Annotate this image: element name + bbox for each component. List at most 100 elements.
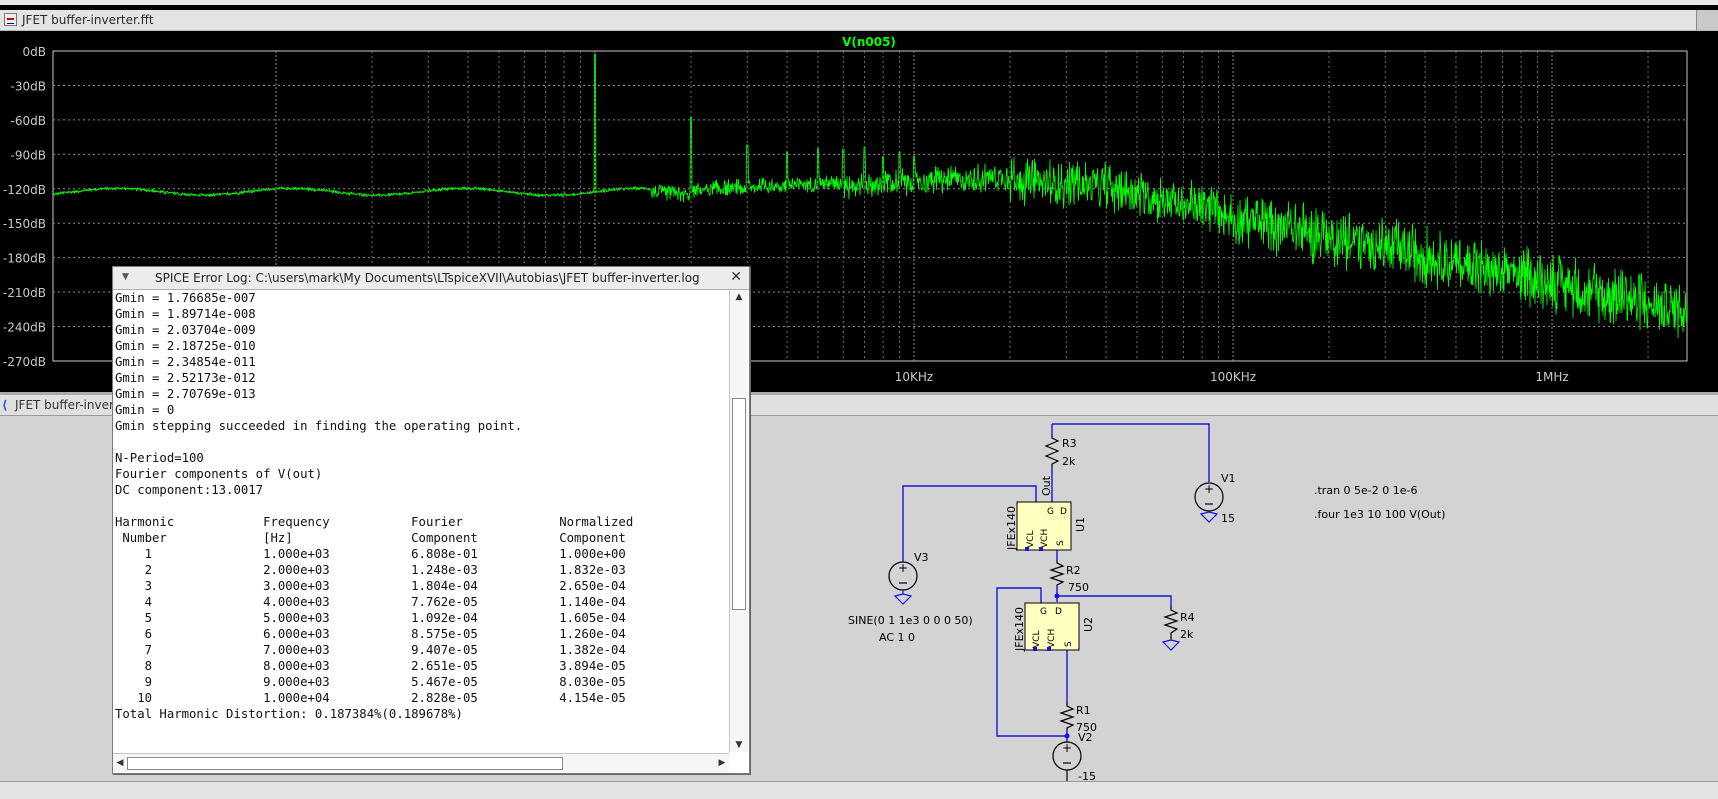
log-line: Number [Hz] Component Component <box>115 531 626 545</box>
v2-value: -15 <box>1078 770 1096 781</box>
x-tick-label: 1MHz <box>1535 370 1568 384</box>
u2-name: U2 <box>1082 617 1095 632</box>
window-separator <box>0 392 1718 397</box>
fft-titlebar[interactable]: JFET buffer-inverter.fft <box>0 10 1718 31</box>
trace-label[interactable]: V(n005) <box>842 35 896 49</box>
pin-label: D <box>1055 607 1062 617</box>
log-line: Gmin = 2.18725e-010 <box>115 339 256 353</box>
v1-value: 15 <box>1221 512 1235 525</box>
log-line: 6 6.000e+03 8.575e-05 1.260e-04 <box>115 627 626 641</box>
four-directive[interactable]: .four 1e3 10 100 V(Out) <box>1314 508 1445 521</box>
voltage-source-v1[interactable]: + <box>1194 482 1224 512</box>
log-line: Gmin = 1.89714e-008 <box>115 307 256 321</box>
r4-name: R4 <box>1180 611 1195 624</box>
v3-name: V3 <box>914 551 929 564</box>
pin-label: VCH <box>1040 529 1050 548</box>
fft-trace <box>53 54 1687 339</box>
ground-icon <box>1199 511 1219 523</box>
pin-label: VCL <box>1026 531 1036 548</box>
scroll-right-icon[interactable]: ▶ <box>718 758 726 768</box>
log-line: Total Harmonic Distortion: 0.187384%(0.1… <box>115 707 463 721</box>
log-title: SPICE Error Log: C:\users\mark\My Docume… <box>155 271 700 285</box>
x-tick-label: 10KHz <box>895 370 933 384</box>
scroll-left-icon[interactable]: ◀ <box>116 758 124 768</box>
log-line: DC component:13.0017 <box>115 483 264 497</box>
log-line: 7 7.000e+03 9.407e-05 1.382e-04 <box>115 643 626 657</box>
top-strip <box>0 0 1718 5</box>
scroll-thumb[interactable] <box>732 398 746 610</box>
log-line: 4 4.000e+03 7.762e-05 1.140e-04 <box>115 595 626 609</box>
log-line: Gmin = 2.52173e-012 <box>115 371 256 385</box>
log-line: Gmin = 2.03704e-009 <box>115 323 256 337</box>
pin-label: G <box>1040 607 1047 617</box>
v2-name: V2 <box>1078 731 1093 744</box>
svg-text:+: + <box>1204 482 1214 496</box>
pin-label: VCL <box>1032 631 1042 648</box>
r2-value: 750 <box>1068 581 1089 594</box>
ic-u1[interactable]: G D VCL VCH S <box>1016 501 1072 551</box>
x-tick-label: 100KHz <box>1210 370 1256 384</box>
log-line: 1 1.000e+03 6.808e-01 1.000e+00 <box>115 547 626 561</box>
resistor-r3[interactable] <box>1044 434 1060 468</box>
log-line <box>115 498 727 514</box>
pin-label: S <box>1056 540 1066 546</box>
voltage-source-v2[interactable]: + <box>1052 741 1082 781</box>
log-line: 3 3.000e+03 1.804e-04 2.650e-04 <box>115 579 626 593</box>
status-bar <box>0 781 1718 799</box>
v3-spec1: SINE(0 1 1e3 0 0 0 50) <box>848 614 973 627</box>
log-line: 5 5.000e+03 1.092e-04 1.605e-04 <box>115 611 626 625</box>
ground-symbols <box>893 511 1219 651</box>
y-tick-label: -270dB <box>3 355 46 369</box>
junction-dots <box>1054 593 1070 739</box>
u1-name: U1 <box>1074 517 1087 532</box>
tran-directive[interactable]: .tran 0 5e-2 0 1e-6 <box>1314 484 1418 497</box>
y-axis-labels: 0dB-30dB-60dB-90dB-120dB-150dB-180dB-210… <box>3 45 46 369</box>
y-tick-label: -240dB <box>3 321 46 335</box>
hscroll-thumb[interactable] <box>127 757 563 770</box>
r1-name: R1 <box>1076 704 1091 717</box>
log-line: Gmin = 0 <box>115 403 175 417</box>
y-tick-label: 0dB <box>23 45 46 59</box>
log-line: 8 8.000e+03 2.651e-05 3.894e-05 <box>115 659 626 673</box>
pin-label: D <box>1060 507 1067 517</box>
window-edge-control[interactable] <box>1696 10 1718 30</box>
y-tick-label: -150dB <box>3 217 46 231</box>
vertical-scrollbar[interactable]: ▲ ▼ <box>729 290 748 752</box>
r3-value: 2k <box>1062 455 1076 468</box>
window-menu-icon[interactable]: ▼ <box>122 272 129 282</box>
svg-text:+: + <box>898 561 908 575</box>
log-line: Gmin = 2.34854e-011 <box>115 355 256 369</box>
log-line: Gmin = 1.76685e-007 <box>115 291 256 305</box>
pin-label: G <box>1047 507 1054 517</box>
schematic-window-title: JFET buffer-inverter <box>15 398 131 412</box>
v3-spec2: AC 1 0 <box>879 631 915 644</box>
r2-name: R2 <box>1066 564 1081 577</box>
resistor-r1[interactable] <box>1059 702 1075 730</box>
scroll-up-icon[interactable]: ▲ <box>735 292 743 302</box>
horizontal-scrollbar[interactable]: ◀ ▶ <box>113 753 729 772</box>
log-line: N-Period=100 <box>115 451 204 465</box>
svg-text:+: + <box>1062 741 1072 755</box>
u1-part: JFEx140 <box>1005 506 1018 551</box>
v1-name: V1 <box>1221 472 1236 485</box>
log-line: Harmonic Frequency Fourier Normalized <box>115 515 634 529</box>
fft-plot[interactable]: 0dB-30dB-60dB-90dB-120dB-150dB-180dB-210… <box>0 31 1718 393</box>
y-tick-label: -180dB <box>3 252 46 266</box>
voltage-source-v3[interactable]: + <box>888 561 918 591</box>
y-tick-label: -90dB <box>11 148 46 162</box>
log-line: Fourier components of V(out) <box>115 467 323 481</box>
spice-error-log-dialog[interactable]: ▼ SPICE Error Log: C:\users\mark\My Docu… <box>112 266 750 774</box>
log-line: 10 1.000e+04 2.828e-05 4.154e-05 <box>115 691 626 705</box>
log-line <box>115 434 727 450</box>
close-icon[interactable]: ✕ <box>730 269 742 285</box>
resistor-r2[interactable] <box>1049 560 1065 586</box>
r3-name: R3 <box>1062 437 1077 450</box>
pin-label: VCH <box>1047 629 1057 648</box>
waveform-app-icon <box>4 13 17 26</box>
log-titlebar[interactable]: ▼ SPICE Error Log: C:\users\mark\My Docu… <box>113 267 749 290</box>
ic-u2[interactable]: G D VCL VCH S <box>1024 602 1080 651</box>
scroll-down-icon[interactable]: ▼ <box>735 740 743 750</box>
schematic-icon: ⟨ <box>2 398 8 412</box>
resistor-r4[interactable] <box>1163 606 1179 640</box>
